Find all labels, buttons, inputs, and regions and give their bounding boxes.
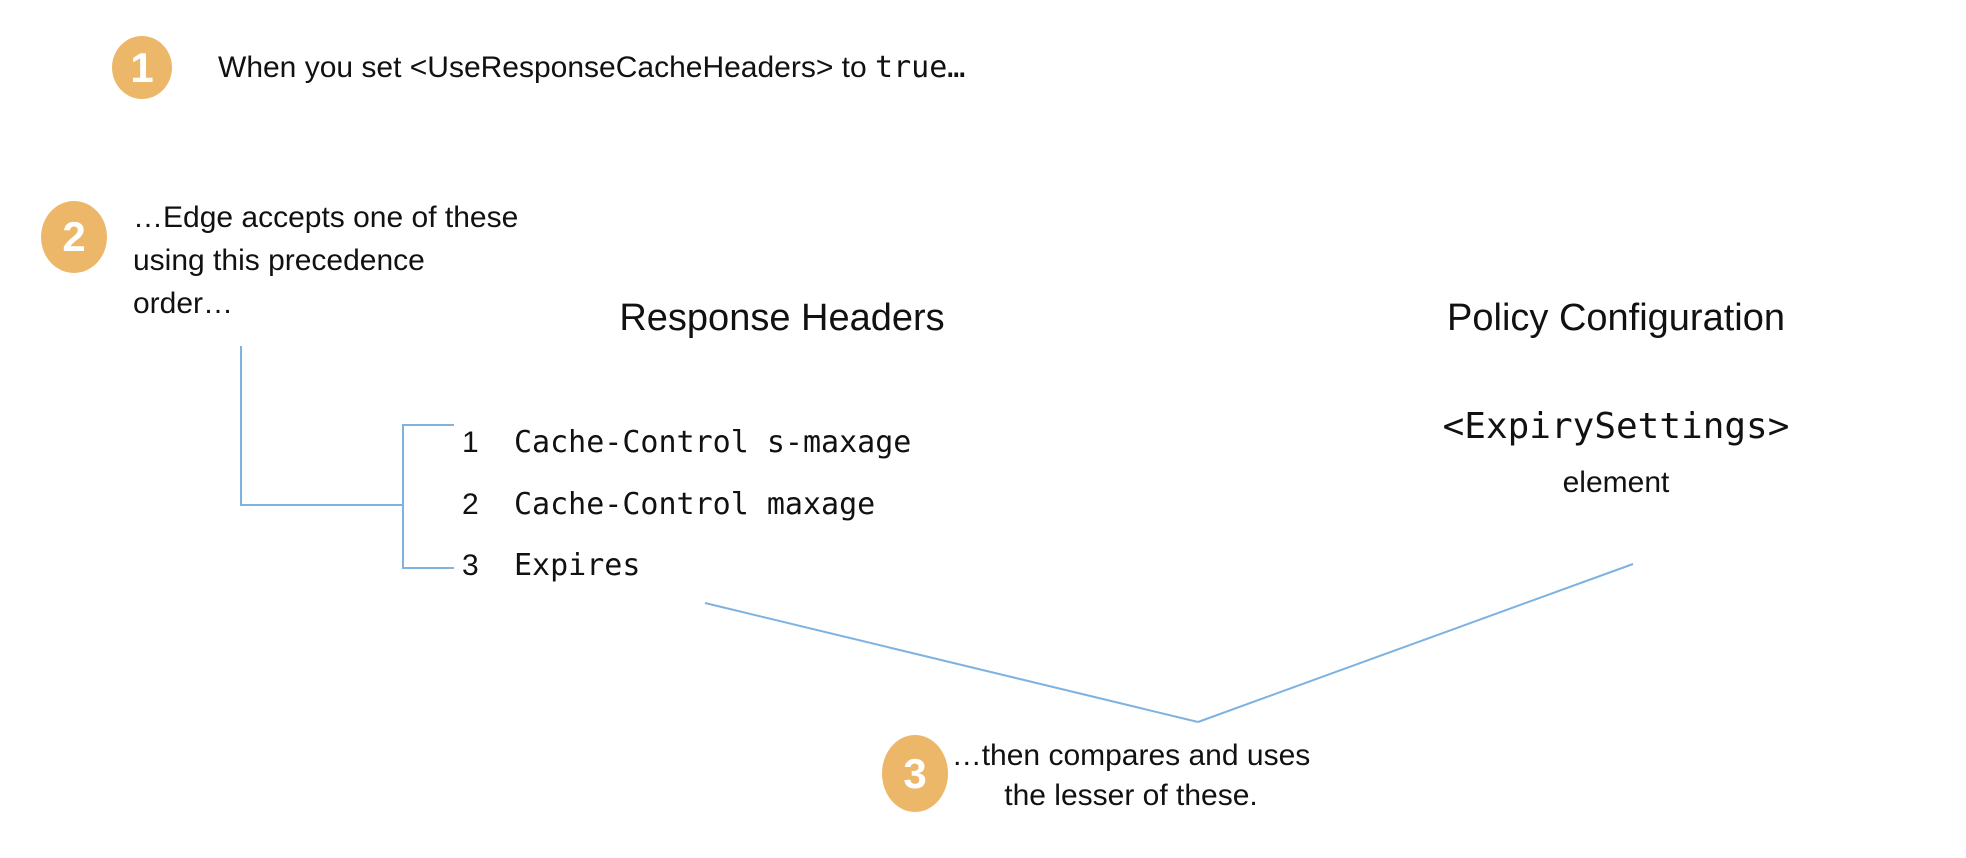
step-3-line-2: the lesser of these. — [1004, 779, 1258, 812]
step-2-connector-vertical-line — [240, 346, 242, 506]
funnel-right-line — [1197, 563, 1634, 723]
expiry-settings-code: <ExpirySettings> — [1442, 406, 1790, 447]
list-item-1-rank: 1 — [462, 426, 479, 459]
list-item-maxage: 2 Cache-Control maxage — [462, 487, 875, 522]
step-1-badge: 1 — [112, 36, 172, 99]
list-item-3-name: Expires — [514, 548, 641, 583]
step-1-text: When you set <UseResponseCacheHeaders> t… — [218, 46, 965, 89]
response-headers-heading: Response Headers — [619, 297, 945, 339]
list-item-2-rank: 2 — [462, 488, 479, 521]
step-2-text: …Edge accepts one of these using this pr… — [133, 196, 518, 325]
step-1-text-plain: When you set <UseResponseCacheHeaders> t… — [218, 51, 876, 84]
step-3-number: 3 — [903, 749, 927, 797]
step-3-text: …then compares and uses the lesser of th… — [950, 736, 1312, 816]
precedence-bracket-vertical-line — [402, 424, 404, 569]
list-item-expires: 3 Expires — [462, 548, 640, 583]
step-1-number: 1 — [130, 43, 154, 91]
list-item-2-name: Cache-Control maxage — [514, 487, 876, 522]
policy-configuration-heading: Policy Configuration — [1447, 297, 1785, 339]
step-2-badge: 2 — [41, 201, 107, 273]
step-2-line-3: order… — [133, 287, 234, 320]
step-1-code-true: true… — [875, 50, 966, 85]
step-2-number: 2 — [62, 213, 86, 260]
list-item-3-rank: 3 — [462, 549, 479, 582]
precedence-bracket-top-tick — [402, 424, 454, 426]
step-3-badge: 3 — [882, 735, 948, 812]
expiry-settings-caption: element — [1562, 466, 1670, 499]
step-2-line-1: …Edge accepts one of these — [133, 201, 519, 234]
list-item-1-name: Cache-Control s-maxage — [514, 425, 912, 460]
step-3-line-1: …then compares and uses — [951, 739, 1311, 772]
step-2-line-2: using this precedence — [133, 244, 425, 277]
precedence-bracket-bottom-tick — [402, 567, 454, 569]
list-item-s-maxage: 1 Cache-Control s-maxage — [462, 425, 911, 460]
step-2-connector-horizontal-line — [240, 504, 404, 506]
funnel-left-line — [704, 602, 1199, 723]
